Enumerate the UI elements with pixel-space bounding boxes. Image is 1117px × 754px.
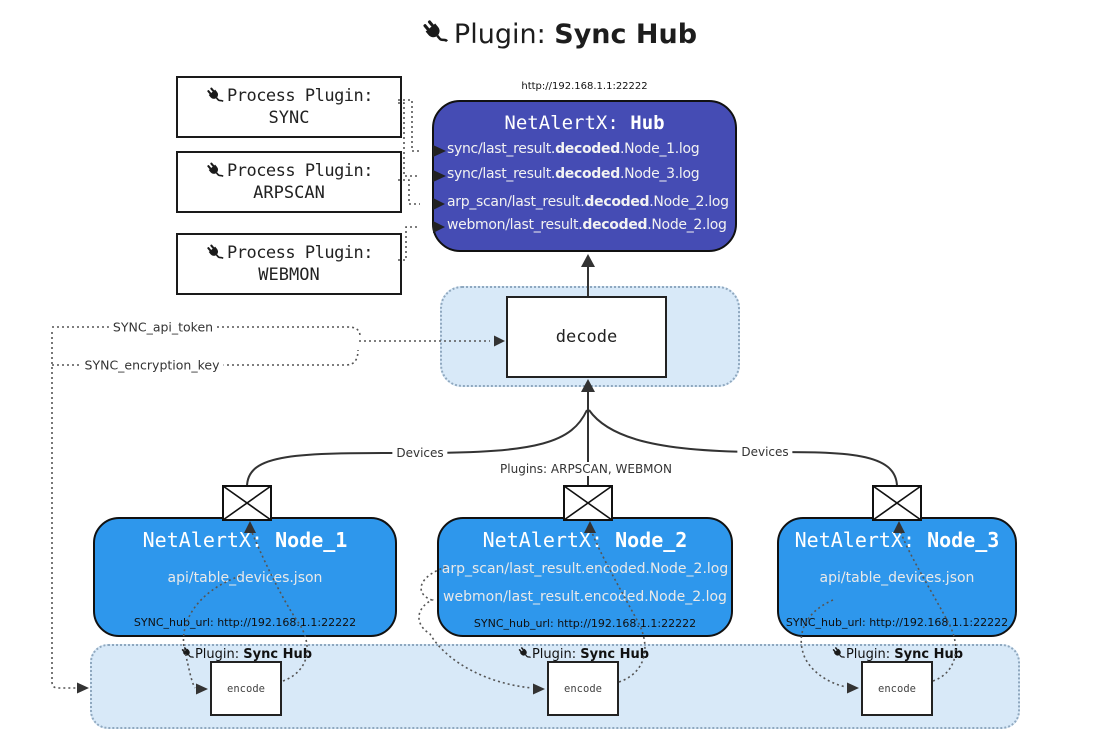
node-box-2: NetAlertX: Node_2 arp_scan/last_result.e… xyxy=(437,517,733,637)
node-title-prefix: NetAlertX: xyxy=(794,528,928,552)
plug-icon xyxy=(831,646,846,661)
node-file: webmon/last_result.encoded.Node_2.log xyxy=(443,589,727,605)
process-plugin-label: Process Plugin: xyxy=(226,161,374,181)
node-file: arp_scan/last_result.encoded.Node_2.log xyxy=(441,561,729,577)
hub-log-line: sync/last_result.decoded.Node_1.log xyxy=(447,141,737,161)
encoder-plugin-label: Plugin: Sync Hub xyxy=(498,646,668,662)
node-title: NetAlertX: Node_3 xyxy=(779,528,1015,552)
encoder-plugin-label: Plugin: Sync Hub xyxy=(161,646,331,662)
decode-box: decode xyxy=(506,296,667,378)
node-title-name: Node_2 xyxy=(615,528,688,552)
encode-box-3: encode xyxy=(861,661,933,716)
plug-icon xyxy=(205,243,225,263)
envelope-icon xyxy=(222,485,272,521)
node-title-name: Node_1 xyxy=(275,528,348,552)
hub-url: http://192.168.1.1:22222 xyxy=(521,81,648,92)
node-title-name: Node_3 xyxy=(927,528,1000,552)
node-title-prefix: NetAlertX: xyxy=(482,528,616,552)
hub-log-line: arp_scan/last_result.decoded.Node_2.log xyxy=(447,194,737,214)
process-plugin-name: SYNC xyxy=(268,108,310,128)
encoder-label-name: Sync Hub xyxy=(894,647,964,662)
process-plugin-name: WEBMON xyxy=(258,265,320,285)
config-api-token-label: SYNC_api_token xyxy=(108,319,218,335)
log-post: .Node_1.log xyxy=(619,141,700,157)
edge-label-devices-left: Devices xyxy=(392,446,448,460)
process-plugin-label: Process Plugin: xyxy=(226,86,374,106)
log-bold: decoded xyxy=(582,217,648,233)
plug-icon xyxy=(205,161,225,181)
edge-label-devices-right: Devices xyxy=(737,445,793,459)
log-bold: decoded xyxy=(584,194,650,210)
log-pre: sync/last_result. xyxy=(447,166,556,182)
envelope-icon xyxy=(872,485,922,521)
hub-title-prefix: NetAlertX: xyxy=(504,112,631,134)
plug-icon xyxy=(517,646,532,661)
config-encryption-key-label: SYNC_encryption_key xyxy=(80,357,224,373)
log-bold: decoded xyxy=(555,141,620,157)
encoder-label-name: Sync Hub xyxy=(243,647,313,662)
encoder-label-prefix: Plugin: xyxy=(194,647,244,662)
encode-box-1: encode xyxy=(210,661,282,716)
hub-box xyxy=(432,100,737,252)
log-post: .Node_3.log xyxy=(619,166,700,182)
node-hub-url: SYNC_hub_url: http://192.168.1.1:22222 xyxy=(473,617,697,630)
encoder-label-prefix: Plugin: xyxy=(845,647,895,662)
node-title: NetAlertX: Node_2 xyxy=(439,528,731,552)
plug-icon xyxy=(420,18,450,48)
process-plugin-box-sync: Process Plugin: SYNC xyxy=(176,76,402,138)
log-post: .Node_2.log xyxy=(649,194,729,210)
encode-box-2: encode xyxy=(547,661,619,716)
node-file: api/table_devices.json xyxy=(819,570,975,586)
log-pre: sync/last_result. xyxy=(447,141,556,157)
hub-title-name: Hub xyxy=(630,112,665,134)
process-plugin-label: Process Plugin: xyxy=(226,243,374,263)
plug-icon xyxy=(180,646,195,661)
encoder-label-name: Sync Hub xyxy=(580,647,650,662)
encoder-label-prefix: Plugin: xyxy=(531,647,581,662)
node-hub-url: SYNC_hub_url: http://192.168.1.1:22222 xyxy=(133,616,357,629)
node-hub-url: SYNC_hub_url: http://192.168.1.1:22222 xyxy=(785,616,1009,629)
log-bold: decoded xyxy=(555,166,620,182)
node-title: NetAlertX: Node_1 xyxy=(95,528,395,552)
page-title-name: Sync Hub xyxy=(554,19,698,50)
node-box-3: NetAlertX: Node_3 api/table_devices.json… xyxy=(777,517,1017,637)
node-file: api/table_devices.json xyxy=(167,570,323,586)
node-box-1: NetAlertX: Node_1 api/table_devices.json… xyxy=(93,517,397,637)
node-title-prefix: NetAlertX: xyxy=(142,528,276,552)
page-title-prefix: Plugin: xyxy=(453,19,555,50)
log-pre: webmon/last_result. xyxy=(447,217,583,233)
hub-title: NetAlertX: Hub xyxy=(432,112,737,134)
process-plugin-box-arpscan: Process Plugin: ARPSCAN xyxy=(176,151,402,213)
encoder-plugin-label: Plugin: Sync Hub xyxy=(812,646,982,662)
edge-label-plugins: Plugins: ARPSCAN, WEBMON xyxy=(496,462,676,476)
process-plugin-box-webmon: Process Plugin: WEBMON xyxy=(176,233,402,295)
hub-log-line: webmon/last_result.decoded.Node_2.log xyxy=(447,217,737,237)
log-post: .Node_2.log xyxy=(647,217,727,233)
log-pre: arp_scan/last_result. xyxy=(447,194,585,210)
plug-icon xyxy=(205,86,225,106)
envelope-icon xyxy=(563,485,613,521)
hub-log-line: sync/last_result.decoded.Node_3.log xyxy=(447,166,737,186)
process-plugin-name: ARPSCAN xyxy=(253,183,325,203)
page-title: Plugin: Sync Hub xyxy=(0,18,1117,50)
